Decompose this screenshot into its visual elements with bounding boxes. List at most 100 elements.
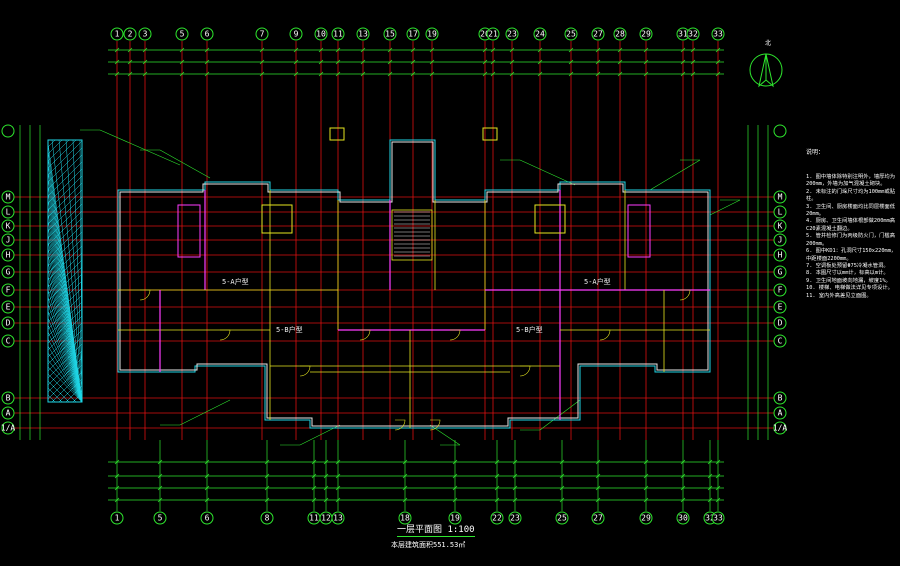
dimension-tick	[114, 459, 120, 465]
dimension-tick	[595, 59, 601, 65]
grid-label-bottom: 13	[333, 514, 343, 523]
dimension-tick	[680, 59, 686, 65]
grid-label-bottom: 30	[678, 514, 688, 523]
dimension-tick	[335, 485, 341, 491]
dimension-tick	[311, 473, 317, 479]
grid-label-right: F	[778, 286, 783, 295]
grid-label-top: 2	[128, 30, 133, 39]
grid-label-top: 17	[408, 30, 418, 39]
dimension-tick	[512, 459, 518, 465]
dimension-tick	[715, 59, 721, 65]
dimension-tick	[429, 47, 435, 53]
leader-line	[519, 159, 576, 186]
grid-bubble-top	[591, 27, 605, 41]
dimension-tick	[715, 485, 721, 491]
grid-label-left: G	[6, 268, 11, 277]
notes-title: 说明：	[806, 148, 825, 156]
hatch-line	[47, 252, 83, 288]
dimension-tick	[323, 497, 329, 503]
grid-label-bottom: 27	[593, 514, 603, 523]
dimension-tick	[311, 459, 317, 465]
door-swing	[394, 419, 406, 431]
dimension-tick	[360, 47, 366, 53]
grid-bubble-top	[138, 27, 152, 41]
hatch-line	[47, 324, 83, 403]
hatch-line	[47, 266, 83, 302]
dimension-tick	[680, 485, 686, 491]
grid-label-right: K	[778, 222, 783, 231]
dimension-tick	[402, 485, 408, 491]
dimension-tick	[429, 59, 435, 65]
stair-core	[391, 209, 433, 261]
grid-label-right: B	[778, 394, 783, 403]
dimension-tick	[595, 485, 601, 491]
hatch-line	[47, 139, 56, 148]
dimension-tick	[559, 497, 565, 503]
grid-label-bottom: 22	[492, 514, 502, 523]
dimension-tick	[490, 71, 496, 77]
unit-tag-left-a: 5-A户型	[222, 277, 249, 286]
grid-bubble-left	[1, 124, 15, 138]
note-line: 4. 厨房、卫生间墙体根部做200mm高C20素混凝土翻边。	[806, 218, 896, 232]
hatch-line	[47, 317, 83, 403]
grid-label-left: C	[6, 337, 11, 346]
dimension-tick	[157, 459, 163, 465]
grid-label-top: 33	[713, 30, 723, 39]
grid-label-top: 29	[641, 30, 651, 39]
note-line: 1. 图中墙体除特别注明外，墙厚均为200mm，外墙为加气混凝土砌块。	[806, 174, 896, 188]
grid-bubble-right	[773, 124, 787, 138]
leader-line	[649, 159, 701, 191]
hatch-line	[47, 394, 56, 403]
grid-bubble-right	[773, 205, 787, 219]
grid-bubble-bottom	[555, 511, 569, 525]
hatch-line	[47, 343, 83, 379]
hatch-line	[58, 378, 83, 403]
grid-bubble-right	[773, 421, 787, 435]
grid-bubble-top	[486, 27, 500, 41]
hatch-line	[47, 182, 83, 218]
grid-bubble-bottom	[331, 511, 345, 525]
dimension-tick	[537, 59, 543, 65]
grid-bubble-right	[773, 300, 787, 314]
grid-bubble-top	[639, 27, 653, 41]
grid-label-top: 20	[480, 30, 490, 39]
hatch-line	[47, 380, 70, 403]
dimension-tick	[318, 47, 324, 53]
hatch-outline	[47, 139, 83, 403]
grid-label-bottom: 29	[641, 514, 651, 523]
grid-label-bottom: 25	[557, 514, 567, 523]
grid-bubble-right	[773, 334, 787, 348]
dimension-tick	[452, 485, 458, 491]
grid-bubble-bottom	[448, 511, 462, 525]
building-inner-outline	[119, 141, 709, 427]
dimension-tick	[293, 59, 299, 65]
dimension-tick	[537, 47, 543, 53]
hatch-line	[47, 359, 83, 403]
hatch-line	[79, 139, 83, 371]
hatch-line	[47, 231, 83, 267]
grid-bubble-top	[314, 27, 328, 41]
grid-bubble-right	[773, 316, 787, 330]
hatch-line	[47, 366, 83, 403]
dimension-tick	[595, 47, 601, 53]
hatch-line	[47, 336, 83, 372]
grid-bubble-left	[1, 300, 15, 314]
grid-label-right: C	[778, 337, 783, 346]
dimension-tick	[643, 459, 649, 465]
dimension-tick	[335, 71, 341, 77]
grid-bubble-top	[533, 27, 547, 41]
grid-label-top: 10	[316, 30, 326, 39]
grid-bubble-top	[613, 27, 627, 41]
grid-label-bottom: 1	[115, 514, 120, 523]
grid-bubble-top	[383, 27, 397, 41]
grid-bubble-left	[1, 316, 15, 330]
grid-label-bottom: 8	[265, 514, 270, 523]
grid-label-bottom: 6	[205, 514, 210, 523]
leader-line	[709, 199, 741, 216]
dimension-tick	[323, 485, 329, 491]
notes-list: 1. 图中墙体除特别注明外，墙厚均为200mm，外墙为加气混凝土砌块。2. 未标…	[806, 174, 898, 300]
grid-label-left: E	[6, 303, 11, 312]
hatch-line	[47, 139, 63, 155]
dimension-tick	[204, 459, 210, 465]
north-label: 北	[765, 40, 772, 47]
